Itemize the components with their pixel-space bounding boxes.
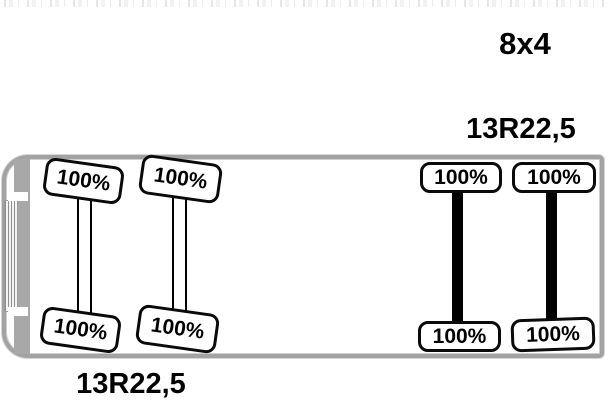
tire-tread-value: 100%: [527, 165, 581, 189]
tire-tread-value: 100%: [152, 163, 209, 194]
tire-tread-value: 100%: [149, 313, 206, 344]
tire-tread-value: 100%: [432, 324, 487, 348]
tire-tread-value: 100%: [434, 165, 488, 189]
tire-rear-axle-2-right[interactable]: 100%: [510, 316, 596, 353]
clipped-text-artifact: [4, 0, 604, 7]
front-grille: [4, 200, 18, 312]
front-axle-2-line-left: [172, 197, 174, 316]
front-tire-size-label: 13R22,5: [76, 368, 186, 400]
grille-notch-bottom: [8, 307, 28, 316]
rear-axle-1-bar: [452, 190, 463, 327]
front-axle-2-line-right: [185, 197, 187, 316]
rear-tire-size-label: 13R22,5: [466, 113, 576, 145]
front-axle-1-line-right: [90, 199, 92, 318]
grille-notch-top: [8, 192, 28, 201]
tire-rear-axle-1-right[interactable]: 100%: [418, 321, 501, 352]
configuration-label: 8x4: [499, 26, 551, 61]
rear-axle-2-bar: [546, 190, 557, 327]
tire-tread-value: 100%: [52, 314, 109, 345]
tire-tread-value: 100%: [55, 165, 112, 196]
tire-rear-axle-2-left[interactable]: 100%: [512, 162, 596, 193]
cab-front-bar: [14, 159, 30, 354]
tire-rear-axle-1-left[interactable]: 100%: [420, 162, 502, 193]
tire-tread-value: 100%: [525, 321, 581, 347]
front-axle-1-line-left: [77, 199, 79, 318]
